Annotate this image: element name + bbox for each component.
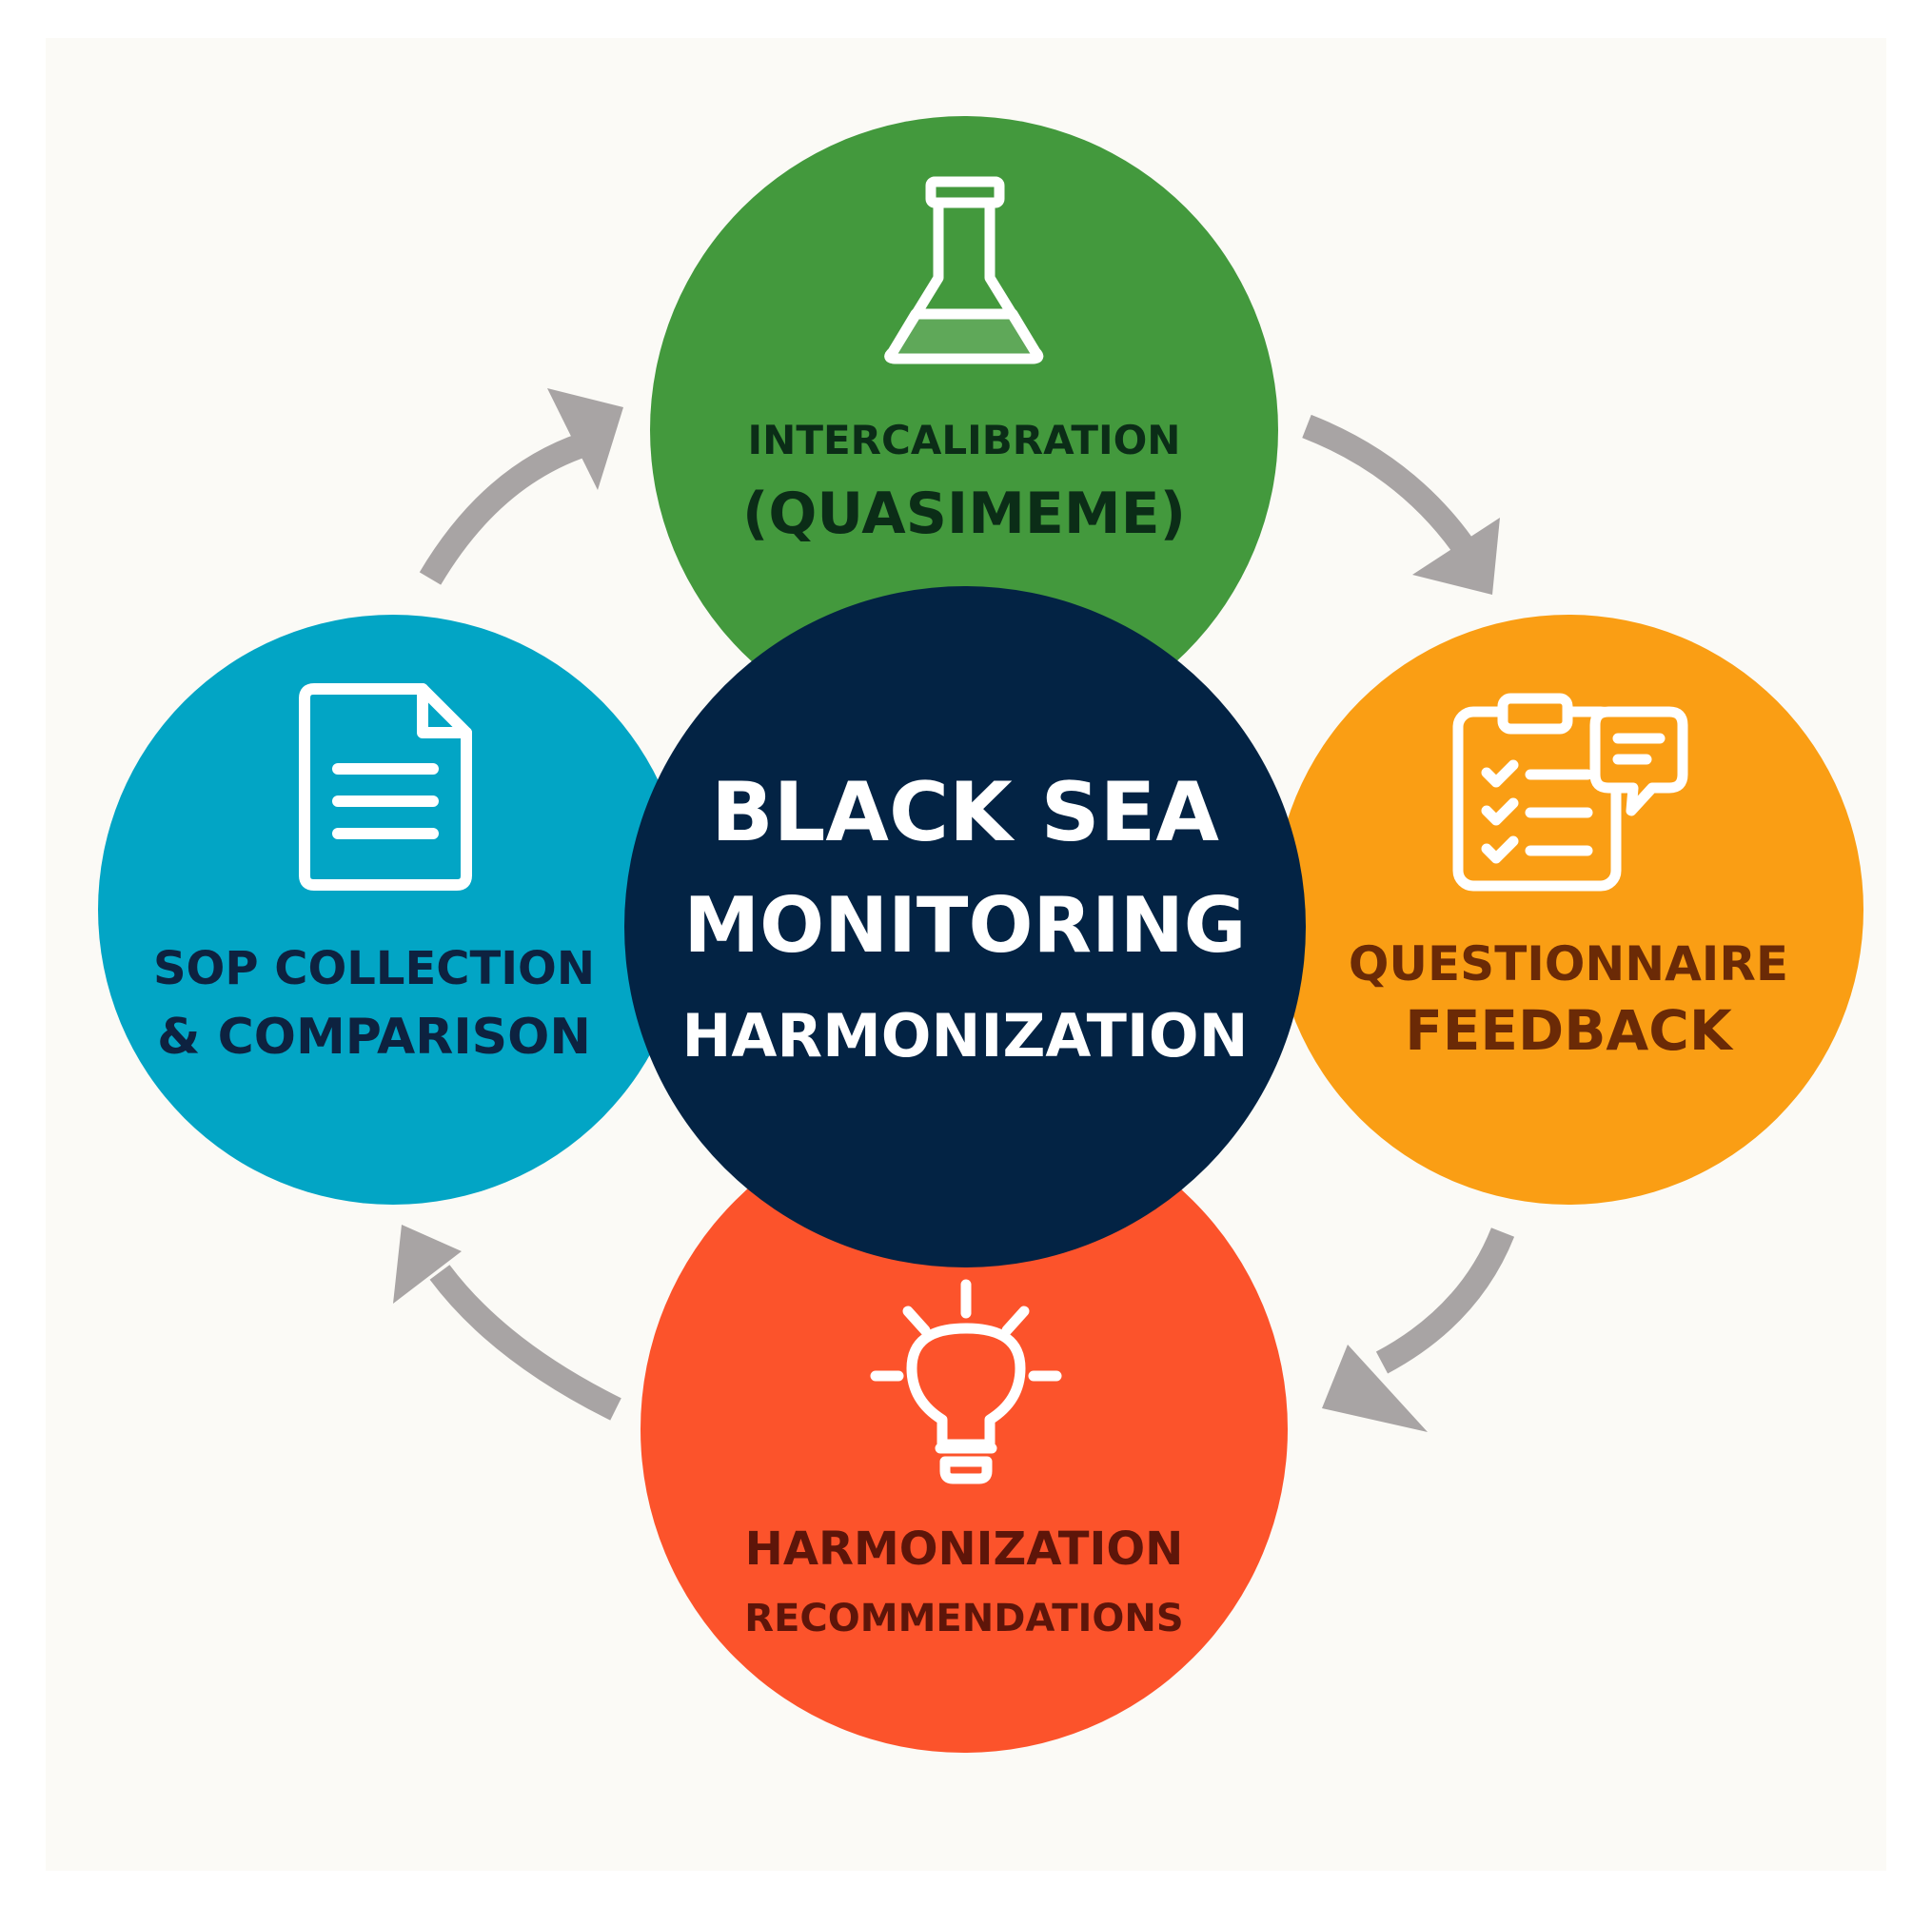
arrow-sop-to-intercalibration — [419, 388, 623, 585]
recommendations-circle — [641, 1106, 1288, 1753]
intercalibration-circle — [650, 116, 1278, 744]
node-recommendations: HARMONIZATION RECOMMENDATIONS — [641, 1106, 1288, 1753]
sop-label-line2: & COMPARISON — [157, 1009, 591, 1066]
questionnaire-circle — [1273, 615, 1863, 1205]
center-circle — [624, 586, 1306, 1267]
arrow-recommendations-to-sop — [393, 1225, 621, 1421]
recommendations-label-line1: HARMONIZATION — [745, 1522, 1184, 1576]
questionnaire-label-line2: FEEDBACK — [1405, 998, 1734, 1063]
lightbulb-icon — [870, 1279, 1062, 1484]
clipboard-chat-icon — [1452, 693, 1688, 892]
node-intercalibration: INTERCALIBRATION (QUASIMEME) — [650, 116, 1278, 744]
node-center: BLACK SEA MONITORING HARMONIZATION — [624, 586, 1306, 1267]
questionnaire-label-line1: QUESTIONNAIRE — [1349, 936, 1788, 992]
document-icon — [299, 683, 472, 891]
cycle-arrows — [393, 388, 1515, 1432]
sop-label-line1: SOP COLLECTION — [153, 942, 595, 995]
flask-icon — [884, 176, 1044, 364]
center-title-line1: BLACK SEA — [711, 765, 1219, 860]
node-sop: SOP COLLECTION & COMPARISON — [98, 615, 688, 1205]
center-title-line2: MONITORING — [684, 881, 1247, 970]
intercalibration-label-line2: (QUASIMEME) — [742, 481, 1186, 547]
center-title-line3: HARMONIZATION — [681, 1001, 1248, 1070]
arrow-questionnaire-to-recommendations — [1322, 1227, 1515, 1432]
node-questionnaire: QUESTIONNAIRE FEEDBACK — [1273, 615, 1863, 1205]
recommendations-label-line2: RECOMMENDATIONS — [744, 1597, 1183, 1640]
arrow-intercalibration-to-questionnaire — [1302, 414, 1500, 595]
sop-circle — [98, 615, 688, 1205]
intercalibration-label-line1: INTERCALIBRATION — [748, 417, 1181, 463]
